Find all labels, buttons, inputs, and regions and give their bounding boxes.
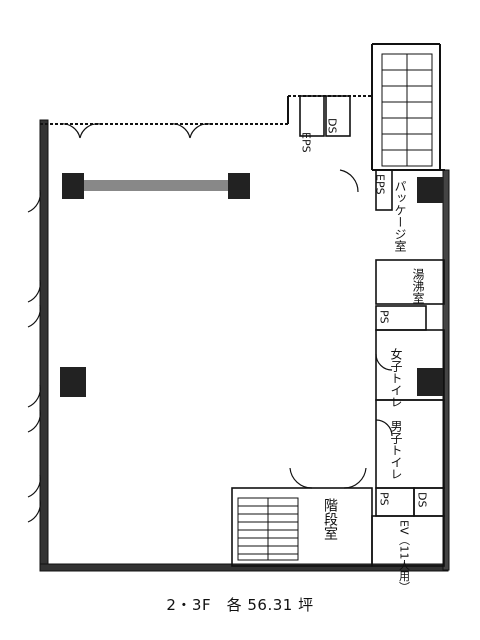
columns <box>60 173 443 397</box>
label-stair: 階段室 <box>322 498 338 540</box>
label-package: パッケージ室 <box>393 180 407 252</box>
eps-top-room <box>299 95 325 137</box>
south-wall <box>39 563 449 572</box>
stair-treads <box>237 53 433 561</box>
label-eps-top: EPS <box>300 132 313 153</box>
column-5 <box>417 368 443 396</box>
eps-right-room <box>375 169 393 211</box>
core-partitions <box>231 95 445 567</box>
column-2 <box>228 173 250 199</box>
stair-room <box>231 487 373 567</box>
outer-walls <box>39 43 450 572</box>
column-3 <box>60 367 86 397</box>
west-wall <box>39 119 49 571</box>
yuto-room <box>375 259 445 305</box>
label-ev: EV（11人用） <box>398 520 411 592</box>
door-swings <box>289 169 393 489</box>
label-ps-mid: PS <box>378 310 391 324</box>
label-eps-right: EPS <box>374 174 387 195</box>
label-ds-top: DS <box>326 118 339 133</box>
label-ds-low: DS <box>416 492 429 507</box>
column-1 <box>62 173 84 199</box>
label-yuto: 湯沸室 <box>411 268 425 304</box>
beam <box>84 180 228 191</box>
label-women-toilet: 女子トイレ <box>389 347 403 408</box>
column-4 <box>417 177 443 203</box>
label-ps-low: PS <box>378 492 391 506</box>
label-men-toilet: 男子トイレ <box>389 420 403 480</box>
west-windows <box>27 189 41 523</box>
ds-top-room <box>325 95 351 137</box>
north-windows <box>59 123 211 139</box>
floor-area-caption: 2・3F 各 56.31 坪 <box>166 596 314 614</box>
men-toilet-room <box>375 399 445 489</box>
